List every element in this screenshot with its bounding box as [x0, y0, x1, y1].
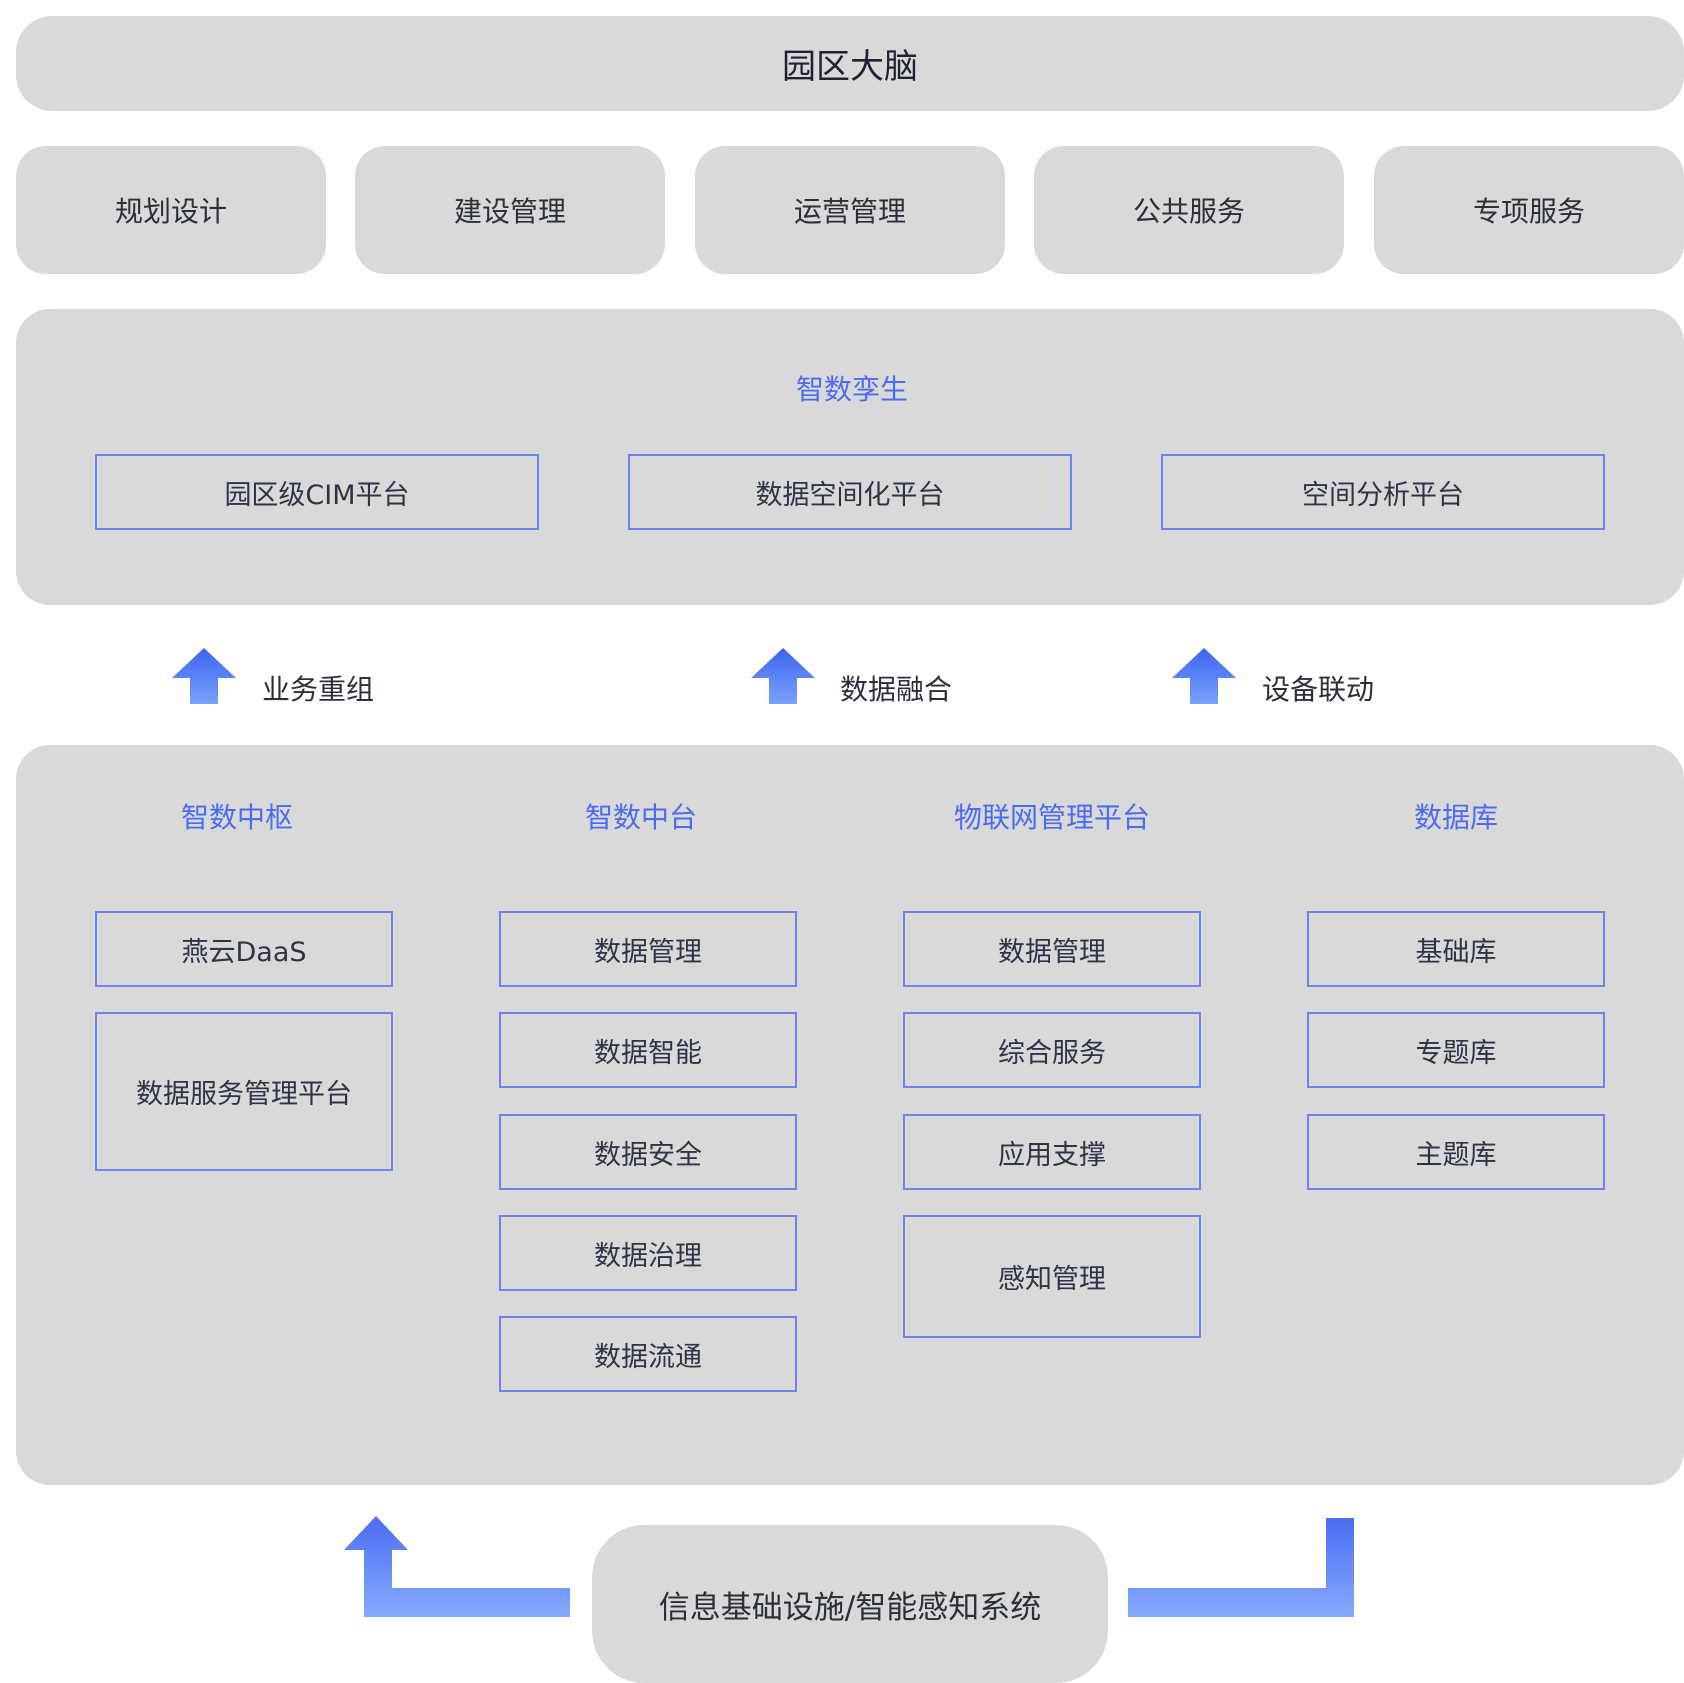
elbow-arrow-icon [1128, 1518, 1354, 1617]
column-title-midplatform: 智数中台 [584, 801, 697, 834]
infrastructure-label: 信息基础设施/智能感知系统 [658, 1589, 1042, 1626]
column-item-label: 数据管理 [594, 936, 702, 968]
column-item[interactable]: 数据管理 [499, 911, 797, 987]
column-item-label: 感知管理 [998, 1264, 1106, 1295]
platform-spatialization[interactable]: 数据空间化平台 [628, 454, 1072, 530]
app-card-public-service[interactable]: 公共服务 [1034, 146, 1344, 274]
column-item-label: 燕云DaaS [181, 936, 307, 968]
app-card-planning[interactable]: 规划设计 [16, 146, 326, 274]
column-item[interactable]: 数据治理 [499, 1215, 797, 1291]
column-item-label: 专题库 [1415, 1037, 1497, 1069]
platform-cim[interactable]: 园区级CIM平台 [95, 454, 539, 530]
column-item-label: 数据服务管理平台 [136, 1079, 352, 1110]
platform-spatial-analysis[interactable]: 空间分析平台 [1161, 454, 1605, 530]
column-item[interactable]: 基础库 [1307, 911, 1605, 987]
up-arrow-icon [751, 648, 815, 704]
app-card-label: 运营管理 [793, 195, 906, 228]
flow-label-data: 数据融合 [840, 673, 953, 706]
app-card-construction[interactable]: 建设管理 [355, 146, 665, 274]
column-item-label: 数据安全 [594, 1139, 702, 1171]
digital-twin-title: 智数孪生 [795, 373, 908, 406]
column-item[interactable]: 数据服务管理平台 [95, 1012, 393, 1171]
column-item-label: 综合服务 [998, 1037, 1106, 1069]
flow-label-business: 业务重组 [262, 673, 375, 706]
column-item[interactable]: 数据管理 [903, 911, 1201, 987]
column-item[interactable]: 数据流通 [499, 1316, 797, 1392]
digital-twin-panel [16, 309, 1684, 605]
column-item-label: 应用支撑 [998, 1139, 1106, 1171]
column-item-label: 基础库 [1415, 936, 1497, 968]
app-card-label: 公共服务 [1132, 195, 1245, 228]
column-item-label: 数据治理 [594, 1240, 702, 1272]
column-item-label: 数据管理 [998, 936, 1106, 968]
column-item[interactable]: 应用支撑 [903, 1114, 1201, 1190]
top-banner: 园区大脑 [16, 16, 1684, 111]
top-banner-label: 园区大脑 [782, 47, 918, 87]
column-item-label: 数据流通 [594, 1341, 702, 1373]
up-arrow-icon [172, 648, 236, 704]
app-card-label: 规划设计 [114, 195, 227, 228]
platform-label: 园区级CIM平台 [224, 479, 410, 511]
column-title-iot: 物联网管理平台 [953, 801, 1150, 834]
app-card-special-service[interactable]: 专项服务 [1374, 146, 1684, 274]
column-item[interactable]: 数据智能 [499, 1012, 797, 1088]
column-item[interactable]: 综合服务 [903, 1012, 1201, 1088]
column-title-database: 数据库 [1413, 801, 1498, 834]
platform-label: 数据空间化平台 [755, 479, 945, 511]
column-item[interactable]: 专题库 [1307, 1012, 1605, 1088]
column-item[interactable]: 主题库 [1307, 1114, 1605, 1190]
app-card-operations[interactable]: 运营管理 [695, 146, 1005, 274]
column-item-label: 数据智能 [594, 1037, 702, 1069]
column-item[interactable]: 数据安全 [499, 1114, 797, 1190]
column-item[interactable]: 燕云DaaS [95, 911, 393, 987]
app-card-label: 建设管理 [453, 195, 566, 228]
column-item[interactable]: 感知管理 [903, 1215, 1201, 1338]
flow-label-device: 设备联动 [1262, 673, 1375, 706]
app-card-label: 专项服务 [1472, 195, 1585, 228]
elbow-arrow-icon [344, 1516, 570, 1617]
column-item-label: 主题库 [1415, 1139, 1497, 1171]
up-arrow-icon [1172, 648, 1236, 704]
platform-label: 空间分析平台 [1302, 479, 1464, 511]
infrastructure-base: 信息基础设施/智能感知系统 [592, 1525, 1108, 1683]
column-title-hub: 智数中枢 [180, 801, 293, 834]
